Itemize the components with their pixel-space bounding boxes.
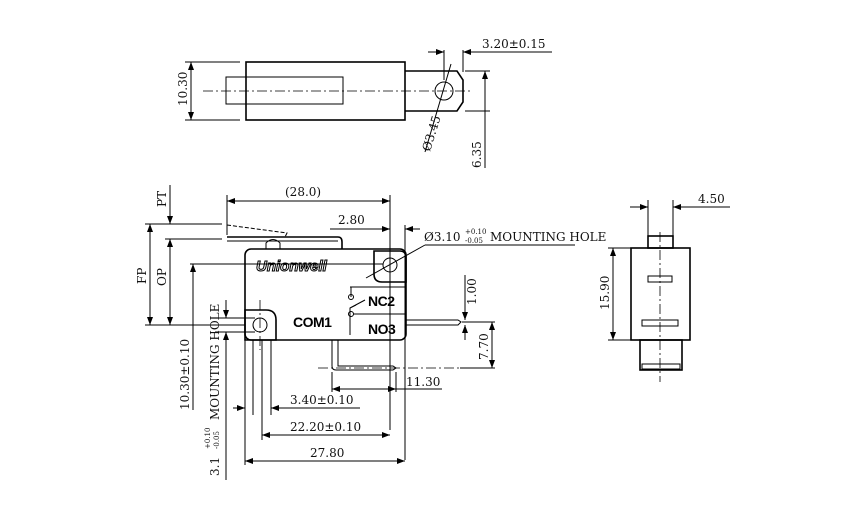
top-plunger bbox=[225, 76, 344, 105]
hole-offset-dim: 2.80 bbox=[338, 213, 365, 227]
pin-height-dim: 7.70 bbox=[477, 333, 491, 360]
pt-label: PT bbox=[155, 191, 169, 207]
no-pin bbox=[406, 319, 462, 326]
top-tab-offset-dim: 6.35 bbox=[470, 141, 484, 168]
mounting-hole-tol-upper: +0.10 bbox=[465, 228, 486, 236]
brand-logo: Unionwell bbox=[256, 258, 328, 275]
front-body bbox=[244, 248, 407, 341]
bottom-mount-lug bbox=[244, 309, 277, 341]
pin-thickness-dim: 1.00 bbox=[465, 278, 479, 305]
lever-free-position bbox=[226, 224, 288, 238]
terminal-com-label: COM1 bbox=[293, 314, 332, 330]
mounting-hole-dia: Ø3.10 bbox=[424, 230, 461, 244]
side-top-tab bbox=[647, 235, 674, 249]
terminal-no-label: NO3 bbox=[368, 321, 396, 337]
overall-lever-dim: (28.0) bbox=[285, 185, 321, 199]
contact-mechanism bbox=[349, 286, 406, 335]
nc-pin bbox=[331, 340, 397, 371]
mounting-hole-tol-lower: -0.05 bbox=[465, 237, 483, 245]
top-hole-dia-dim: Ø3.45 bbox=[419, 114, 443, 153]
body-length-dim: 27.80 bbox=[310, 446, 344, 460]
fp-label: FP bbox=[135, 268, 149, 284]
left-mounting-hole-dia: 3.1 bbox=[208, 457, 222, 476]
top-mount-lug bbox=[373, 250, 407, 283]
top-height-dim: 10.30 bbox=[176, 72, 190, 106]
left-mounting-hole-label: MOUNTING HOLE bbox=[208, 304, 222, 420]
top-tab-width-dim: 3.20±0.15 bbox=[482, 37, 546, 51]
left-mounting-hole-tol-lower: -0.05 bbox=[213, 431, 221, 449]
left-mounting-hole-tol-upper: +0.10 bbox=[204, 428, 212, 449]
terminal-nc-label: NC2 bbox=[368, 293, 395, 309]
actuator-button bbox=[265, 239, 281, 249]
top-tab-hole bbox=[434, 81, 454, 101]
side-width-dim: 4.50 bbox=[698, 192, 725, 206]
front-view: Unionwell COM1 NC2 NO3 (28.0) 2.80 Ø3.10… bbox=[135, 185, 606, 480]
side-bottom-terminal bbox=[639, 339, 683, 371]
side-view: 4.50 15.90 bbox=[598, 192, 730, 382]
hole-spacing-dim: 22.20±0.10 bbox=[290, 420, 361, 434]
lever bbox=[227, 236, 343, 249]
op-label: OP bbox=[155, 268, 169, 286]
pin-offset-dim: 11.30 bbox=[406, 375, 440, 389]
top-view: 10.30 3.20±0.15 Ø3.45 6.35 bbox=[176, 37, 552, 168]
hole-height-dim: 10.30±0.10 bbox=[178, 339, 192, 410]
hole-edge-dim: 3.40±0.10 bbox=[290, 393, 354, 407]
mounting-hole-label: MOUNTING HOLE bbox=[490, 230, 606, 244]
side-height-dim: 15.90 bbox=[598, 276, 612, 310]
